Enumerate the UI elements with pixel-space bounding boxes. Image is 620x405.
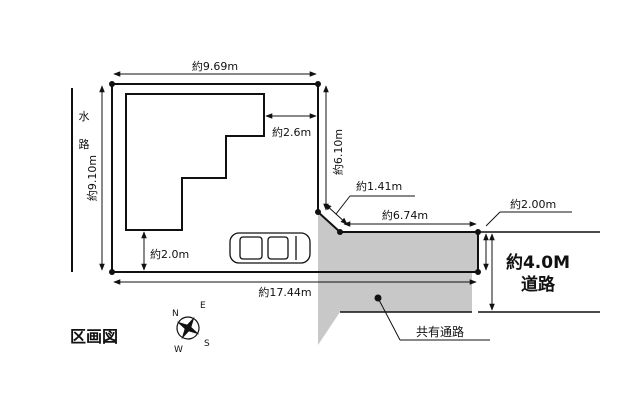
water-label-1: 水: [79, 110, 90, 123]
dim-bottom-total: 約17.44m: [258, 285, 311, 299]
dim-top: 約9.69m: [192, 59, 238, 73]
car-icon: [229, 232, 311, 264]
compass-n: N: [172, 309, 179, 319]
compass-e: E: [200, 301, 206, 311]
compass-w: W: [174, 345, 183, 355]
road-width-label: 約4.0M: [506, 252, 570, 273]
water-label-2: 路: [79, 138, 90, 151]
shared-path-label: 共有通路: [416, 324, 464, 339]
shared-path-leader: [377, 297, 401, 341]
road-name-label: 道路: [521, 274, 556, 295]
dim-left: 約9.10m: [85, 155, 99, 201]
compass-icon: [176, 316, 200, 340]
lot-boundary: [111, 83, 479, 273]
diagram-title: 区画図: [70, 327, 118, 346]
dim-diagonal-leader: [335, 195, 351, 215]
dim-diagonal: 約1.41m: [356, 179, 402, 193]
dim-right-upper: 約6.10m: [331, 129, 345, 175]
dim-access-right: 約2.00m: [510, 197, 556, 211]
building-footprint: [125, 93, 265, 231]
dim-access-top: 約6.74m: [382, 208, 428, 222]
compass-s: S: [204, 339, 210, 349]
dim-inner-top: 約2.6m: [272, 125, 311, 139]
dim-access-right-leader: [485, 211, 501, 227]
dim-inner-left: 約2.0m: [150, 247, 189, 261]
